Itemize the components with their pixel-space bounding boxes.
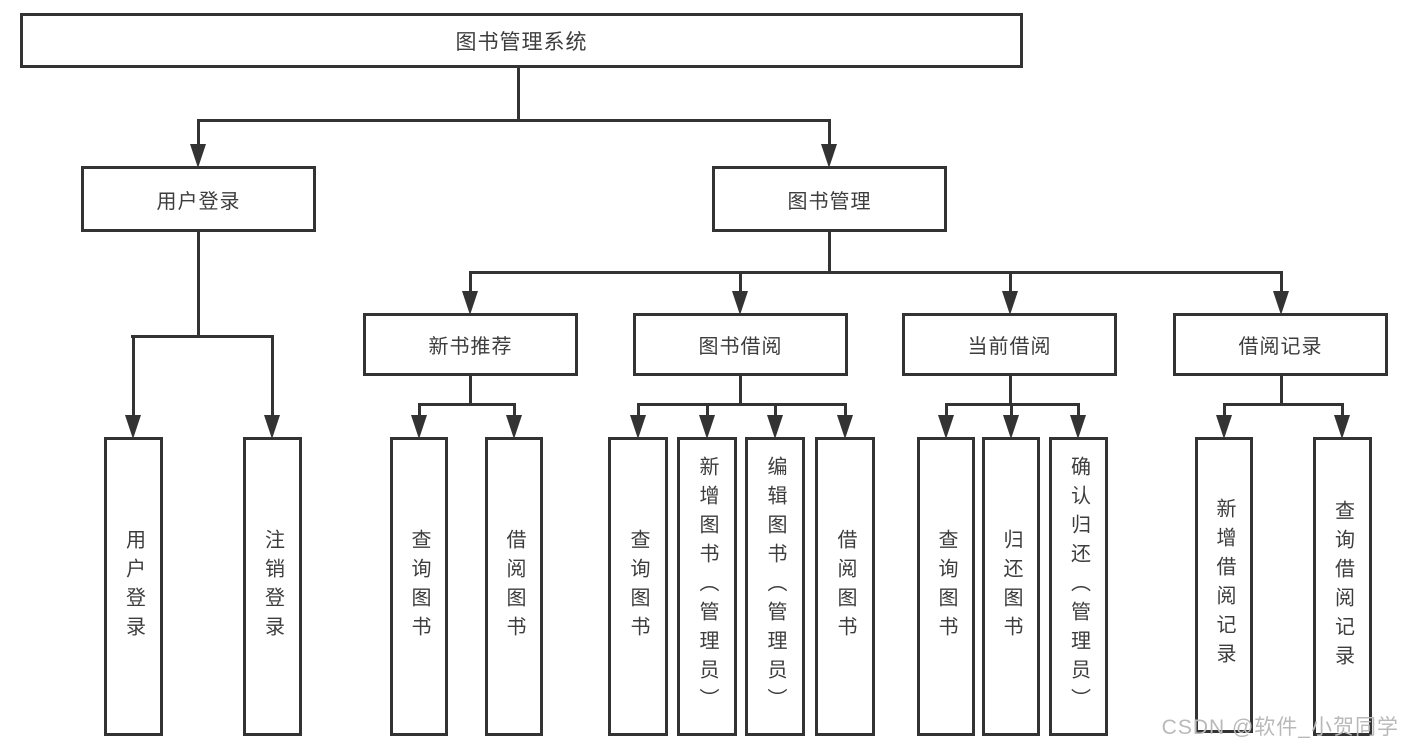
connector-line xyxy=(469,376,472,406)
node-current-borrow: 当前借阅 xyxy=(902,313,1117,376)
connector-line xyxy=(945,403,948,417)
connector-line xyxy=(1223,403,1226,417)
arrow-down-icon xyxy=(767,415,783,439)
arrow-down-icon xyxy=(264,415,280,439)
node-nb-query-book: 查询图书 xyxy=(390,437,448,736)
arrow-down-icon xyxy=(1070,415,1086,439)
node-label: 借阅图书 xyxy=(834,528,856,645)
connector-line xyxy=(418,403,421,417)
node-root: 图书管理系统 xyxy=(20,13,1023,68)
node-br-add-record: 新增借阅记录 xyxy=(1195,437,1253,733)
node-label: 借阅图书 xyxy=(503,528,525,645)
connector-line xyxy=(513,403,516,417)
arrow-down-icon xyxy=(1334,415,1350,439)
arrow-down-icon xyxy=(630,415,646,439)
connector-line xyxy=(828,232,831,274)
node-label: 注销登录 xyxy=(261,528,284,645)
node-label: 当前借阅 xyxy=(967,336,1052,358)
connector-line xyxy=(1010,403,1013,417)
connector-line xyxy=(1341,403,1344,417)
arrow-down-icon xyxy=(837,415,853,439)
connector-line xyxy=(197,119,200,147)
node-book-mgmt: 图书管理 xyxy=(712,166,947,232)
arrow-down-icon xyxy=(938,415,954,439)
connector-line xyxy=(828,119,831,147)
node-bb-query-book: 查询图书 xyxy=(608,437,668,736)
arrow-down-icon xyxy=(125,415,141,439)
arrow-down-icon xyxy=(1216,415,1232,439)
node-ul-logout: 注销登录 xyxy=(243,437,302,736)
connector-line xyxy=(637,403,640,417)
watermark: CSDN @软件_小贺同学 xyxy=(1161,716,1399,739)
node-label: 图书管理系统 xyxy=(455,30,588,54)
node-bb-borrow-book: 借阅图书 xyxy=(815,437,875,736)
connector-line xyxy=(844,403,847,417)
connector-line xyxy=(1280,376,1283,406)
node-label: 查询图书 xyxy=(408,528,430,645)
arrow-down-icon xyxy=(190,144,206,168)
node-label: 新增借阅记录 xyxy=(1213,498,1235,672)
node-label: 查询借阅记录 xyxy=(1331,499,1354,674)
arrow-down-icon xyxy=(1002,291,1018,315)
node-label: 查询图书 xyxy=(627,528,649,645)
node-label: 归还图书 xyxy=(1000,528,1022,645)
connector-line xyxy=(1077,403,1080,417)
connector-line xyxy=(739,271,742,293)
arrow-down-icon xyxy=(1273,291,1289,315)
node-br-query-record: 查询借阅记录 xyxy=(1313,437,1372,736)
node-cb-query-book: 查询图书 xyxy=(917,437,975,736)
arrow-down-icon xyxy=(506,415,522,439)
node-label: 新增图书（管理员） xyxy=(696,456,718,717)
connector-line xyxy=(197,232,200,338)
node-label: 确认归还（管理员） xyxy=(1067,456,1090,717)
connector-line xyxy=(418,403,516,406)
connector-line xyxy=(469,271,1283,274)
node-label: 图书借阅 xyxy=(698,336,783,358)
connector-line xyxy=(739,376,742,406)
node-book-borrow: 图书借阅 xyxy=(633,313,848,376)
arrow-down-icon xyxy=(411,415,427,439)
arrow-down-icon xyxy=(732,291,748,315)
node-bb-edit-book-admin: 编辑图书（管理员） xyxy=(745,437,805,736)
arrow-down-icon xyxy=(462,291,478,315)
node-nb-borrow-book: 借阅图书 xyxy=(485,437,543,736)
connector-line xyxy=(637,403,847,406)
connector-line xyxy=(1009,376,1012,406)
connector-line xyxy=(1280,271,1283,293)
node-label: 查询图书 xyxy=(935,528,957,645)
node-label: 用户登录 xyxy=(122,528,145,645)
node-cb-return-book: 归还图书 xyxy=(982,437,1040,736)
connector-line xyxy=(774,403,777,417)
arrow-down-icon xyxy=(699,415,715,439)
node-new-book-rec: 新书推荐 xyxy=(363,313,578,376)
node-label: 借阅记录 xyxy=(1238,336,1323,358)
node-bb-add-book-admin: 新增图书（管理员） xyxy=(677,437,737,736)
node-label: 图书管理 xyxy=(787,190,872,213)
connector-line xyxy=(469,271,472,293)
connector-line xyxy=(706,403,709,417)
node-label: 编辑图书（管理员） xyxy=(764,456,786,717)
connector-line xyxy=(271,335,274,417)
connector-line xyxy=(197,119,831,122)
node-borrow-record: 借阅记录 xyxy=(1173,313,1388,376)
connector-line xyxy=(517,68,520,122)
connector-line xyxy=(131,335,274,338)
arrow-down-icon xyxy=(821,144,837,168)
node-label: 用户登录 xyxy=(156,190,241,213)
arrow-down-icon xyxy=(1003,415,1019,439)
node-ul-user-login: 用户登录 xyxy=(104,437,163,736)
connector-line xyxy=(1009,271,1012,293)
node-label: 新书推荐 xyxy=(428,336,513,358)
connector-line xyxy=(1223,403,1344,406)
connector-line xyxy=(132,335,135,417)
node-user-login: 用户登录 xyxy=(81,166,316,232)
node-cb-confirm-return-admin: 确认归还（管理员） xyxy=(1049,437,1108,736)
